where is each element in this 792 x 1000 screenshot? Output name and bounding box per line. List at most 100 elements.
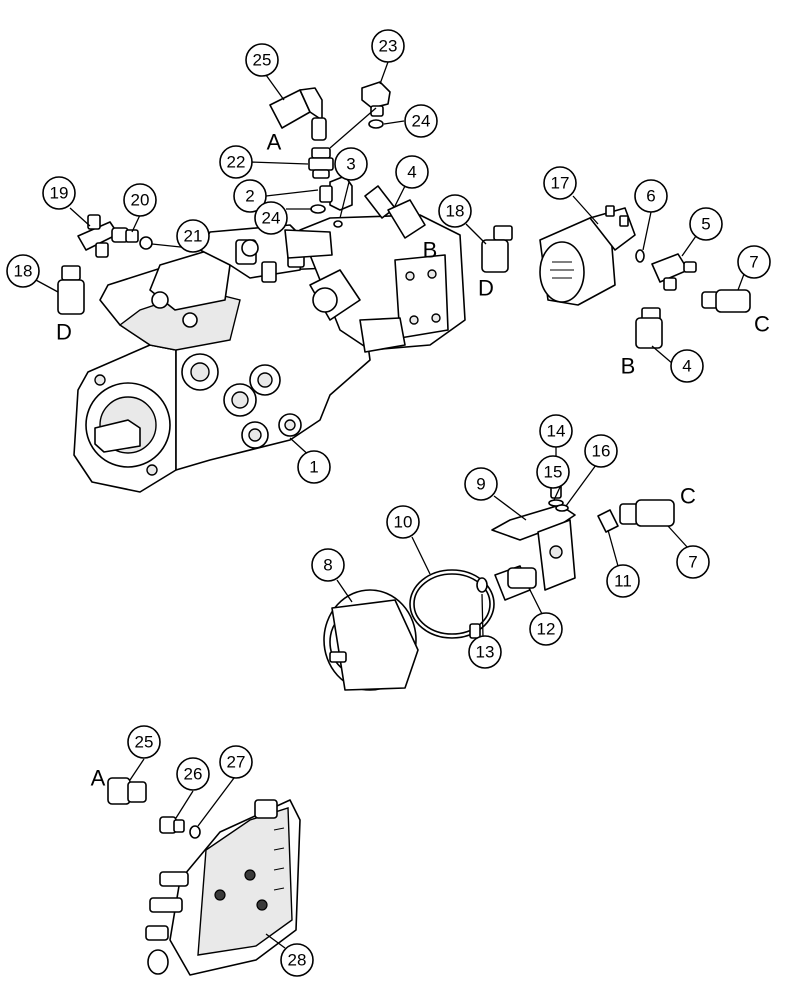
callout-7-lower-label: 7 [688,553,697,572]
callout-2: 2 [233,179,267,213]
connector-fitting-22 [308,147,334,179]
clamp-10 [409,569,495,639]
callout-27-label: 27 [227,753,246,772]
connection-letter-c-top: C [754,312,770,337]
callout-27: 27 [219,745,253,779]
o-ring-27 [189,825,201,839]
callout-1-label: 1 [309,458,318,477]
callout-2-label: 2 [245,187,254,206]
o-ring-13 [476,577,488,593]
accumulator-8 [323,589,419,691]
callout-18-right: 18 [438,194,472,228]
callout-15-label: 15 [544,463,563,482]
hose-end-25-lower [107,777,147,805]
elbow-fitting-2 [319,175,353,211]
callout-24-mid-label: 24 [262,209,281,228]
tee-fitting-5 [651,253,697,291]
callout-12-label: 12 [537,620,556,639]
hose-end-elbow-25 [269,87,327,141]
callout-19-label: 19 [50,184,69,203]
connection-letter-a-lower: A [91,766,106,791]
callout-3-label: 3 [346,155,355,174]
o-ring-24-top [368,119,384,129]
callout-18-right-label: 18 [446,202,465,221]
connection-letter-b-lower: B [621,354,636,379]
callout-16: 16 [584,434,618,468]
callout-20: 20 [123,183,157,217]
callout-7-upper: 7 [737,245,771,279]
callout-16-label: 16 [592,442,611,461]
lockwasher-16 [555,504,569,512]
callout-4-lower: 4 [670,349,704,383]
callout-22-label: 22 [227,153,246,172]
callout-23-label: 23 [379,37,398,56]
callout-9: 9 [464,467,498,501]
hose-end-7-lower [619,499,675,527]
callout-25-bottom-label: 25 [135,733,154,752]
callout-25-top: 25 [245,43,279,77]
hose-end-7-upper [701,289,751,313]
callout-11-label: 11 [614,572,632,591]
callout-7-lower: 7 [676,545,710,579]
o-ring-3 [333,220,343,228]
bracket-9 [491,504,576,591]
callout-8-label: 8 [323,556,332,575]
connection-letter-d-right: D [478,276,494,301]
callout-14-label: 14 [547,422,566,441]
callout-13: 13 [468,635,502,669]
callout-24-mid: 24 [254,201,288,235]
callout-4-upper-label: 4 [407,163,416,182]
callout-8: 8 [311,548,345,582]
callout-12: 12 [529,612,563,646]
callout-26-label: 26 [184,765,203,784]
o-ring-24-mid [310,204,326,214]
callout-25-bottom: 25 [127,725,161,759]
callout-13-label: 13 [476,643,495,662]
connection-letter-a-top: A [267,130,282,155]
adapter-12 [494,565,537,601]
callout-18-left: 18 [6,254,40,288]
control-valve-28 [145,799,301,976]
hose-end-18-right [481,225,513,273]
callout-5-label: 5 [701,215,710,234]
callout-26: 26 [176,757,210,791]
callout-4-upper: 4 [395,155,429,189]
callout-9-label: 9 [476,475,485,494]
callout-6-label: 6 [646,187,655,206]
callout-3: 3 [334,147,368,181]
connection-letter-b-top: B [423,238,438,263]
callout-14: 14 [539,414,573,448]
callout-25-top-label: 25 [253,51,272,70]
callout-28-label: 28 [288,951,307,970]
connection-letter-d-left: D [56,320,72,345]
callout-11: 11 [606,564,640,598]
callout-20-label: 20 [131,191,150,210]
callout-24-top-label: 24 [412,112,431,131]
hose-end-18-left [57,265,85,315]
adapter-20 [111,227,139,243]
callout-24-top: 24 [404,104,438,138]
callout-18-left-label: 18 [14,262,33,281]
o-ring-6 [635,249,645,263]
callout-5: 5 [689,207,723,241]
hose-end-4-upper [364,185,426,239]
nut-11 [597,509,619,533]
callout-10-label: 10 [394,513,413,532]
callout-7-upper-label: 7 [749,253,758,272]
o-ring-21 [139,236,153,250]
callout-23: 23 [371,29,405,63]
callout-1: 1 [297,450,331,484]
callout-19: 19 [42,176,76,210]
callout-21: 21 [176,219,210,253]
hose-end-4-lower [635,307,663,349]
callout-6: 6 [634,179,668,213]
callout-21-label: 21 [184,227,203,246]
callout-10: 10 [386,505,420,539]
leader-lines [33,61,745,949]
callout-28: 28 [280,943,314,977]
connection-letter-c-lower: C [680,484,696,509]
callout-17-label: 17 [551,174,570,193]
hydrostatic-pump-assembly [73,214,466,493]
adapter-26 [159,816,185,834]
